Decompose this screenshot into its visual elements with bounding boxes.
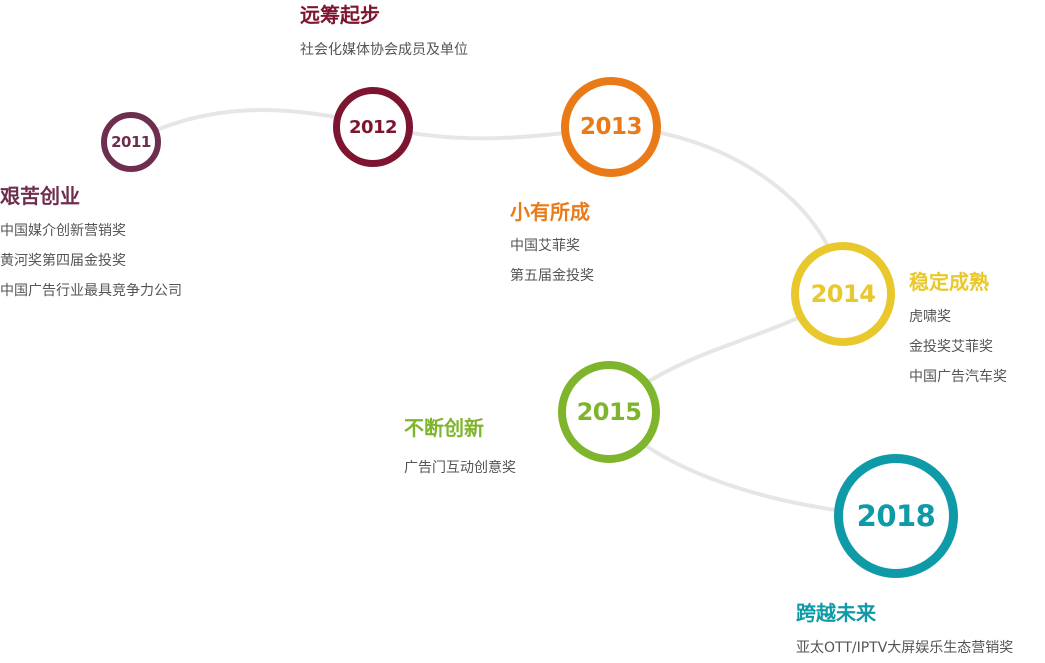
award-list: 社会化媒体协会成员及单位 <box>300 35 468 65</box>
award-item: 中国广告行业最具竞争力公司 <box>0 283 182 299</box>
award-list: 亚太OTT/IPTV大屏娱乐生态营销奖 <box>796 633 1013 663</box>
award-item: 社会化媒体协会成员及单位 <box>300 42 468 58</box>
year-node-2012: 2012 <box>333 87 413 167</box>
award-item: 第五届金投奖 <box>510 268 594 284</box>
award-item: 中国艾菲奖 <box>510 238 580 254</box>
milestone-title: 不断创新 <box>404 416 484 440</box>
milestone-title: 远筹起步 <box>300 3 380 27</box>
milestone-title: 小有所成 <box>510 200 590 224</box>
award-list: 虎啸奖 金投奖艾菲奖 中国广告汽车奖 <box>909 302 1007 392</box>
award-item: 金投奖艾菲奖 <box>909 339 993 355</box>
year-node-2013: 2013 <box>561 77 661 177</box>
award-item: 中国广告汽车奖 <box>909 369 1007 385</box>
year-node-2015: 2015 <box>558 361 660 463</box>
award-item: 虎啸奖 <box>909 309 951 325</box>
award-list: 中国媒介创新营销奖 黄河奖第四届金投奖 中国广告行业最具竞争力公司 <box>0 216 182 306</box>
award-item: 黄河奖第四届金投奖 <box>0 253 126 269</box>
milestone-title: 艰苦创业 <box>0 184 80 208</box>
year-node-2014: 2014 <box>791 242 895 346</box>
year-label: 2013 <box>579 114 643 140</box>
award-item: 亚太OTT/IPTV大屏娱乐生态营销奖 <box>796 640 1014 656</box>
award-list: 广告门互动创意奖 <box>404 453 516 483</box>
milestone-title: 稳定成熟 <box>909 270 989 294</box>
award-item: 中国媒介创新营销奖 <box>0 223 126 239</box>
year-label: 2018 <box>856 499 936 533</box>
award-item: 广告门互动创意奖 <box>404 460 516 476</box>
award-list: 中国艾菲奖 第五届金投奖 <box>510 231 594 291</box>
milestone-title: 跨越未来 <box>796 601 876 625</box>
year-node-2011: 2011 <box>101 112 161 172</box>
year-node-2018: 2018 <box>834 454 958 578</box>
year-label: 2012 <box>348 116 398 138</box>
year-label: 2015 <box>576 398 642 426</box>
year-label: 2011 <box>111 133 151 151</box>
year-label: 2014 <box>810 280 876 308</box>
